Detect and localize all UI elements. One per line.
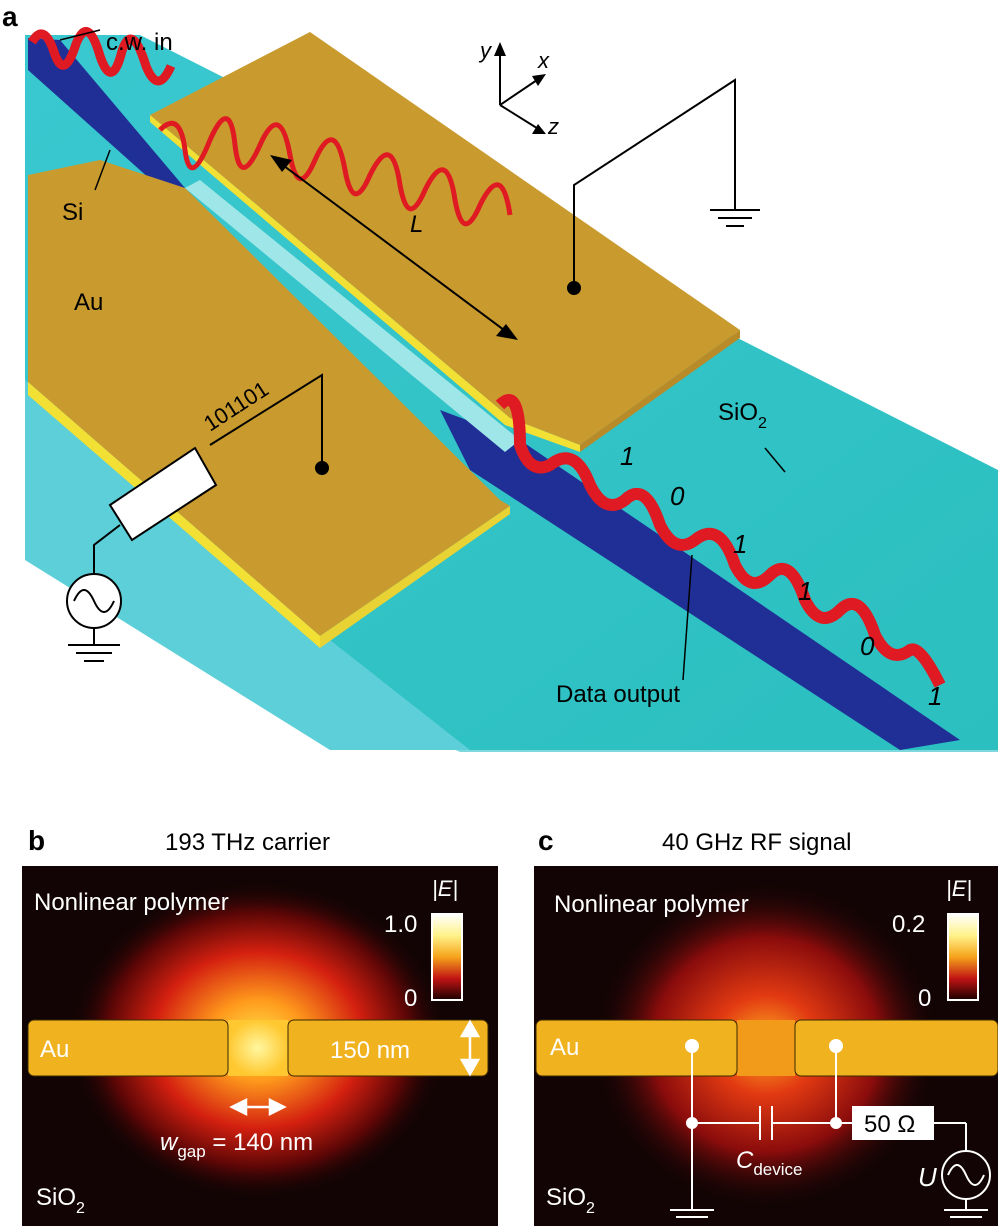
- thickness-arrow: [459, 1019, 481, 1077]
- polymer-label-b: Nonlinear polymer: [34, 889, 229, 916]
- panel-c: c 40 GHz RF signal: [534, 825, 998, 1226]
- upper-au-electrode: [150, 32, 740, 445]
- length-label: L: [410, 211, 423, 238]
- thickness-label: 150 nm: [330, 1037, 410, 1064]
- data-output-leader: [682, 554, 693, 681]
- gap-width-arrow: [229, 1097, 287, 1117]
- au-label-c: Au: [550, 1034, 579, 1061]
- si-waveguide-output: [440, 410, 960, 750]
- optical-wave-output: [495, 394, 946, 688]
- au-electrode-right-b: [287, 1019, 489, 1077]
- ground-connection: [567, 78, 760, 295]
- axis-x-label: x: [537, 48, 550, 73]
- slot-gap: [185, 180, 520, 452]
- axis-y-label: y: [478, 38, 493, 63]
- lower-au-edge: [28, 382, 320, 648]
- scale-max-b: 1.0: [384, 911, 417, 938]
- output-bit: 0: [670, 481, 685, 511]
- capacitance-label: Cdevice: [736, 1147, 802, 1179]
- au-electrode-left-c: [535, 1019, 738, 1077]
- output-bits: 1 0 1 1 0 1: [620, 441, 942, 711]
- sio2-label-b: SiO2: [36, 1184, 85, 1217]
- length-arrowhead-end: [496, 324, 518, 340]
- gap-field-c: [737, 1020, 795, 1076]
- axis-z-label: z: [547, 114, 559, 139]
- sio2-leader: [764, 447, 786, 473]
- sio2-label-a: SiO2: [718, 399, 767, 432]
- length-arrow: [275, 159, 513, 337]
- resistor-box: [852, 1106, 934, 1140]
- scale-min-c: 0: [918, 985, 931, 1012]
- gap-field-b: [228, 1020, 288, 1076]
- output-bit: 0: [860, 631, 875, 661]
- colorbar-c: [947, 913, 979, 1001]
- cw-in-label: c.w. in: [106, 29, 173, 56]
- lower-au-electrode: [28, 160, 510, 636]
- output-bit: 1: [798, 576, 812, 606]
- colorbar-b: [431, 913, 463, 1001]
- panel-b-title: 193 THz carrier: [165, 829, 330, 856]
- output-bit: 1: [733, 529, 747, 559]
- au-label-a: Au: [74, 289, 103, 316]
- au-electrode-left-b: [27, 1019, 229, 1077]
- scale-min-b: 0: [404, 985, 417, 1012]
- output-bit: 1: [928, 681, 942, 711]
- field-label-b: |E|: [432, 876, 458, 901]
- polymer-label-c: Nonlinear polymer: [554, 891, 749, 918]
- equivalent-circuit: [670, 1039, 991, 1218]
- panel-c-letter: c: [538, 825, 554, 856]
- si-leader: [94, 149, 111, 191]
- panel-c-title: 40 GHz RF signal: [662, 829, 851, 856]
- signal-connection: [66, 373, 329, 662]
- upper-au-right-edge: [580, 330, 740, 452]
- source-label: U: [918, 1162, 937, 1192]
- si-label: Si: [62, 199, 83, 226]
- optical-wave-input: [28, 27, 176, 86]
- cw-leader: [59, 29, 101, 41]
- panel-a: a c.w. in Si Au L y x z 1 0 1 1 0 1 SiO2 Data…: [2, 1, 998, 752]
- panel-b-letter: b: [28, 825, 45, 856]
- scale-max-c: 0.2: [892, 911, 925, 938]
- driver-box: [108, 446, 218, 542]
- panel-b: b 193 THz carrier Nonlinear polymer |E| …: [22, 825, 498, 1226]
- substrate-shade: [25, 380, 470, 750]
- au-label-b: Au: [40, 1036, 69, 1063]
- optical-wave-slot: [158, 116, 513, 227]
- au-electrode-right-c: [794, 1019, 998, 1077]
- length-arrowhead-start: [270, 155, 292, 172]
- resistor-label: 50 Ω: [864, 1111, 915, 1138]
- lower-au-right-edge: [320, 506, 510, 648]
- field-label-c: |E|: [946, 876, 972, 901]
- output-bit: 1: [620, 441, 634, 471]
- data-output-label: Data output: [556, 681, 680, 708]
- gap-width-label: wgap = 140 nm: [160, 1129, 313, 1161]
- sio2-label-c: SiO2: [546, 1184, 595, 1217]
- si-waveguide-input: [28, 38, 185, 188]
- panel-a-letter: a: [2, 1, 18, 32]
- coordinate-axes: [494, 42, 546, 134]
